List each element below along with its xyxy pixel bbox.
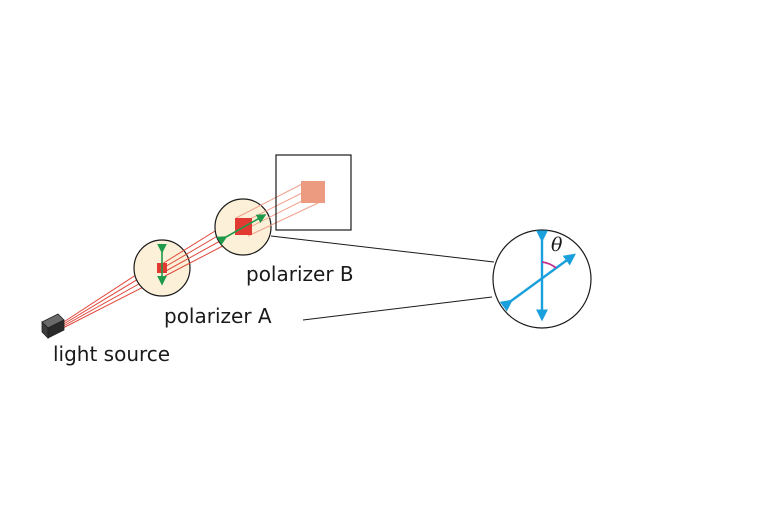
polarizer-b-label: polarizer B bbox=[246, 262, 354, 286]
angle-theta-label: θ bbox=[551, 234, 563, 256]
diagonal-axis-arrow-icon bbox=[499, 253, 576, 312]
diagonal-double-arrow-icon bbox=[216, 214, 267, 246]
light-source-box-icon bbox=[41, 313, 65, 339]
leader-line-a bbox=[302, 296, 493, 321]
light-patch-output bbox=[301, 181, 325, 203]
angle-arc bbox=[541, 261, 557, 269]
light-source-label: light source bbox=[53, 342, 171, 366]
output-screen bbox=[275, 154, 352, 231]
leader-line-b bbox=[270, 235, 495, 263]
axis-arrows bbox=[499, 230, 576, 322]
polarizer-a-label: polarizer A bbox=[164, 304, 272, 328]
